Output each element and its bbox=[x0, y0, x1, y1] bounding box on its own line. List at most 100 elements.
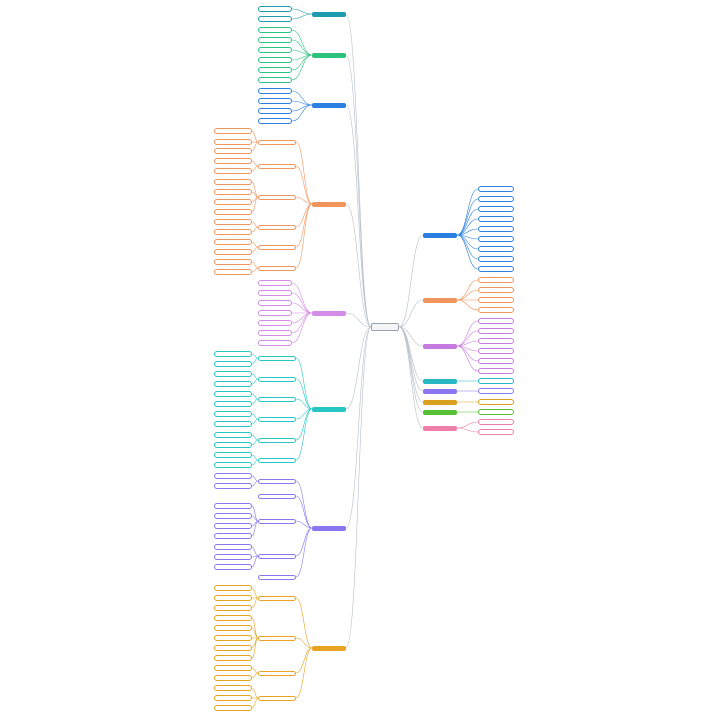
leaf-node[interactable] bbox=[214, 585, 252, 591]
leaf-node[interactable] bbox=[258, 108, 292, 114]
main-topic-left[interactable] bbox=[312, 52, 346, 58]
main-topic-right[interactable] bbox=[423, 388, 457, 394]
leaf-node[interactable] bbox=[258, 98, 292, 104]
main-topic-left[interactable] bbox=[312, 102, 346, 108]
subtopic-node[interactable] bbox=[258, 635, 296, 641]
leaf-node[interactable] bbox=[214, 391, 252, 397]
subtopic-node[interactable] bbox=[258, 695, 296, 701]
subtopic-node[interactable] bbox=[258, 457, 296, 463]
subtopic-node[interactable] bbox=[258, 553, 296, 559]
leaf-node[interactable] bbox=[478, 196, 514, 202]
leaf-node[interactable] bbox=[478, 409, 514, 415]
leaf-node[interactable] bbox=[478, 216, 514, 222]
leaf-node[interactable] bbox=[258, 16, 292, 22]
leaf-node[interactable] bbox=[258, 47, 292, 53]
leaf-node[interactable] bbox=[214, 503, 252, 509]
leaf-node[interactable] bbox=[478, 328, 514, 334]
subtopic-node[interactable] bbox=[258, 416, 296, 422]
leaf-node[interactable] bbox=[214, 199, 252, 205]
subtopic-node[interactable] bbox=[258, 437, 296, 443]
leaf-node[interactable] bbox=[478, 338, 514, 344]
main-topic-right[interactable] bbox=[423, 232, 457, 238]
leaf-node[interactable] bbox=[214, 645, 252, 651]
leaf-node[interactable] bbox=[214, 533, 252, 539]
main-topic-left[interactable] bbox=[312, 406, 346, 412]
leaf-node[interactable] bbox=[258, 67, 292, 73]
leaf-node[interactable] bbox=[214, 595, 252, 601]
leaf-node[interactable] bbox=[478, 236, 514, 242]
main-topic-left[interactable] bbox=[312, 310, 346, 316]
leaf-node[interactable] bbox=[478, 287, 514, 293]
leaf-node[interactable] bbox=[214, 473, 252, 479]
main-topic-right[interactable] bbox=[423, 409, 457, 415]
subtopic-node[interactable] bbox=[258, 244, 296, 250]
subtopic-node[interactable] bbox=[258, 163, 296, 169]
leaf-node[interactable] bbox=[478, 399, 514, 405]
leaf-node[interactable] bbox=[214, 239, 252, 245]
subtopic-node[interactable] bbox=[258, 574, 296, 580]
leaf-node[interactable] bbox=[214, 179, 252, 185]
main-topic-right[interactable] bbox=[423, 343, 457, 349]
leaf-node[interactable] bbox=[478, 368, 514, 374]
leaf-node[interactable] bbox=[478, 388, 514, 394]
leaf-node[interactable] bbox=[478, 277, 514, 283]
leaf-node[interactable] bbox=[214, 381, 252, 387]
leaf-node[interactable] bbox=[258, 330, 292, 336]
leaf-node[interactable] bbox=[258, 88, 292, 94]
subtopic-node[interactable] bbox=[258, 194, 296, 200]
subtopic-node[interactable] bbox=[258, 493, 296, 499]
subtopic-node[interactable] bbox=[258, 265, 296, 271]
leaf-node[interactable] bbox=[214, 665, 252, 671]
leaf-node[interactable] bbox=[258, 27, 292, 33]
main-topic-right[interactable] bbox=[423, 425, 457, 431]
root-topic[interactable] bbox=[371, 323, 399, 331]
leaf-node[interactable] bbox=[214, 675, 252, 681]
leaf-node[interactable] bbox=[258, 300, 292, 306]
leaf-node[interactable] bbox=[478, 318, 514, 324]
leaf-node[interactable] bbox=[214, 361, 252, 367]
leaf-node[interactable] bbox=[214, 695, 252, 701]
leaf-node[interactable] bbox=[214, 523, 252, 529]
leaf-node[interactable] bbox=[478, 378, 514, 384]
leaf-node[interactable] bbox=[258, 77, 292, 83]
subtopic-node[interactable] bbox=[258, 670, 296, 676]
leaf-node[interactable] bbox=[478, 206, 514, 212]
leaf-node[interactable] bbox=[214, 139, 252, 145]
leaf-node[interactable] bbox=[214, 635, 252, 641]
leaf-node[interactable] bbox=[258, 6, 292, 12]
leaf-node[interactable] bbox=[478, 348, 514, 354]
leaf-node[interactable] bbox=[214, 229, 252, 235]
leaf-node[interactable] bbox=[258, 290, 292, 296]
leaf-node[interactable] bbox=[214, 351, 252, 357]
subtopic-node[interactable] bbox=[258, 139, 296, 145]
subtopic-node[interactable] bbox=[258, 355, 296, 361]
leaf-node[interactable] bbox=[214, 513, 252, 519]
leaf-node[interactable] bbox=[478, 266, 514, 272]
leaf-node[interactable] bbox=[258, 37, 292, 43]
leaf-node[interactable] bbox=[214, 411, 252, 417]
leaf-node[interactable] bbox=[214, 209, 252, 215]
leaf-node[interactable] bbox=[214, 189, 252, 195]
main-topic-left[interactable] bbox=[312, 201, 346, 207]
main-topic-left[interactable] bbox=[312, 525, 346, 531]
main-topic-right[interactable] bbox=[423, 297, 457, 303]
leaf-node[interactable] bbox=[214, 219, 252, 225]
main-topic-left[interactable] bbox=[312, 11, 346, 17]
leaf-node[interactable] bbox=[214, 158, 252, 164]
leaf-node[interactable] bbox=[214, 269, 252, 275]
leaf-node[interactable] bbox=[478, 256, 514, 262]
main-topic-left[interactable] bbox=[312, 645, 346, 651]
leaf-node[interactable] bbox=[478, 246, 514, 252]
leaf-node[interactable] bbox=[478, 226, 514, 232]
leaf-node[interactable] bbox=[214, 452, 252, 458]
leaf-node[interactable] bbox=[478, 358, 514, 364]
subtopic-node[interactable] bbox=[258, 518, 296, 524]
subtopic-node[interactable] bbox=[258, 376, 296, 382]
leaf-node[interactable] bbox=[214, 421, 252, 427]
leaf-node[interactable] bbox=[214, 655, 252, 661]
subtopic-node[interactable] bbox=[258, 396, 296, 402]
leaf-node[interactable] bbox=[258, 320, 292, 326]
leaf-node[interactable] bbox=[478, 186, 514, 192]
leaf-node[interactable] bbox=[214, 615, 252, 621]
main-topic-right[interactable] bbox=[423, 399, 457, 405]
